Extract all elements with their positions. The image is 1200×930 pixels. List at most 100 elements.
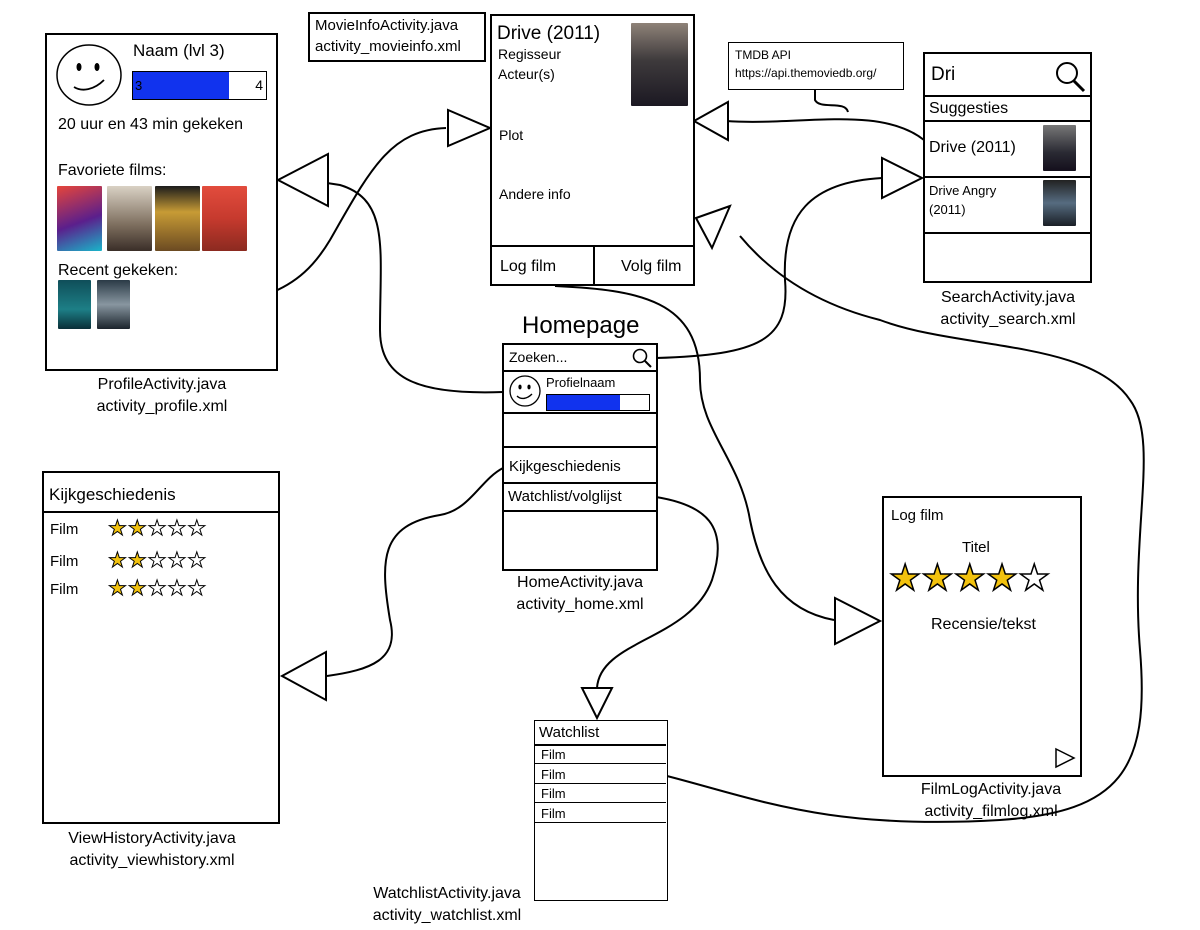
history-screen: Kijkgeschiedenis Film★★★★★Film★★★★★Film★… xyxy=(42,471,280,824)
filmlog-caption-xml: activity_filmlog.xml xyxy=(924,802,1058,820)
play-arrow-icon[interactable] xyxy=(1054,747,1076,769)
star-filled-icon: ★ xyxy=(108,577,128,601)
home-profile-bar xyxy=(546,394,650,411)
filmlog-title: Log film xyxy=(891,507,944,524)
profile-level-fill xyxy=(133,72,229,99)
home-divider xyxy=(504,510,656,512)
connector-movieinfo-to-filmlog xyxy=(554,285,835,621)
movieinfo-caption-xml: activity_movieinfo.xml xyxy=(315,38,461,55)
connector-home-to-history xyxy=(326,467,504,677)
star-empty-icon: ★ xyxy=(187,549,208,573)
movieinfo-caption-java: MovieInfoActivity.java xyxy=(315,17,459,34)
arrowhead-profile xyxy=(275,152,329,208)
star-empty-icon[interactable]: ★ xyxy=(1017,557,1051,598)
movieinfo-caption-box: MovieInfoActivity.java activity_movieinf… xyxy=(308,12,486,62)
home-avatar-icon[interactable] xyxy=(507,374,543,408)
profile-caption-xml: activity_profile.xml xyxy=(96,397,228,415)
star-filled-icon[interactable]: ★ xyxy=(985,557,1019,598)
history-row-rating: ★★★★★ xyxy=(108,516,207,541)
connector-home-to-search xyxy=(655,177,883,359)
arrowhead-search xyxy=(881,156,925,200)
star-empty-icon: ★ xyxy=(147,549,168,573)
search-caption-xml: activity_search.xml xyxy=(940,310,1076,328)
watchlist-divider xyxy=(535,744,666,746)
history-row-label: Film xyxy=(50,521,79,538)
filmlog-field-title[interactable]: Titel xyxy=(962,539,990,556)
arrowhead-movieinfo-left xyxy=(447,108,493,148)
movie-poster xyxy=(631,23,688,106)
history-caption-java: ViewHistoryActivity.java xyxy=(68,830,236,847)
history-row-label: Film xyxy=(50,581,79,598)
movieinfo-button-divider xyxy=(593,245,595,284)
star-filled-icon[interactable]: ★ xyxy=(921,557,955,598)
avatar-smiley-icon xyxy=(56,44,122,106)
star-filled-icon[interactable]: ★ xyxy=(953,557,987,598)
arrowhead-movieinfo-bottom xyxy=(694,204,732,251)
history-row-rating: ★★★★★ xyxy=(108,548,207,573)
filmlog-rating[interactable]: ★★★★★ xyxy=(888,557,1051,598)
search-icon[interactable] xyxy=(1053,60,1089,94)
watchlist-item[interactable]: Film xyxy=(535,745,666,764)
history-title: Kijkgeschiedenis xyxy=(49,485,176,504)
home-profile-name[interactable]: Profielnaam xyxy=(546,375,616,390)
api-note: TMDB API https://api.themoviedb.org/ xyxy=(728,42,904,90)
history-row[interactable]: Film★★★★★ xyxy=(44,577,274,605)
search-caption-java: SearchActivity.java xyxy=(941,289,1075,306)
search-caption: SearchActivity.java activity_search.xml xyxy=(918,287,1098,330)
log-film-button[interactable]: Log film xyxy=(500,258,557,275)
star-filled-icon[interactable]: ★ xyxy=(888,557,922,598)
search-divider xyxy=(925,120,1090,122)
home-screen: Zoeken... Profielnaam Kijkgeschiedenis W… xyxy=(502,343,658,571)
search-result-title[interactable]: Drive Angry (2011) xyxy=(929,183,997,217)
watchlist-item[interactable]: Film xyxy=(535,804,666,824)
level-current: 3 xyxy=(135,78,143,93)
watch-time: 20 uur en 43 min gekeken xyxy=(58,116,244,133)
arrowhead-watchlist xyxy=(580,687,614,721)
watchlist-item-label: Film xyxy=(541,747,566,762)
search-result-title[interactable]: Drive (2011) xyxy=(929,139,1016,156)
follow-film-button[interactable]: Volg film xyxy=(621,258,682,275)
home-caption: HomeActivity.java activity_home.xml xyxy=(490,572,670,615)
filmlog-review[interactable]: Recensie/tekst xyxy=(931,616,1036,633)
home-history-item[interactable]: Kijkgeschiedenis xyxy=(509,458,621,475)
favorites-label: Favoriete films: xyxy=(58,162,167,179)
star-filled-icon: ★ xyxy=(127,549,148,573)
profile-caption: ProfileActivity.java activity_profile.xm… xyxy=(72,374,252,417)
star-empty-icon: ★ xyxy=(147,577,168,601)
star-filled-icon: ★ xyxy=(127,517,148,541)
favorite-poster[interactable] xyxy=(155,186,200,251)
watchlist-item[interactable]: Film xyxy=(535,784,666,804)
arrowhead-movieinfo-right xyxy=(691,100,729,142)
star-empty-icon: ★ xyxy=(167,549,188,573)
search-divider xyxy=(925,176,1090,178)
watchlist-title: Watchlist xyxy=(539,724,600,741)
connector-home-to-watchlist xyxy=(596,496,719,689)
search-result-poster[interactable] xyxy=(1043,180,1076,226)
favorite-poster[interactable] xyxy=(57,186,102,251)
profile-name: Naam (lvl 3) xyxy=(133,41,225,60)
home-divider xyxy=(504,370,656,372)
search-query[interactable]: Dri xyxy=(931,64,956,85)
history-row[interactable]: Film★★★★★ xyxy=(44,548,274,577)
history-caption-xml: activity_viewhistory.xml xyxy=(69,851,235,869)
history-row[interactable]: Film ★★★★★ xyxy=(44,516,274,545)
level-next: 4 xyxy=(255,77,263,93)
watchlist-item-label: Film xyxy=(541,806,566,822)
filmlog-caption: FilmLogActivity.java activity_filmlog.xm… xyxy=(898,779,1084,822)
watchlist-caption-xml: activity_watchlist.xml xyxy=(372,906,522,924)
star-empty-icon: ★ xyxy=(167,577,188,601)
recent-poster[interactable] xyxy=(97,280,130,329)
watchlist-item[interactable]: Film xyxy=(535,765,666,784)
home-search-input[interactable]: Zoeken... xyxy=(509,349,568,365)
home-profile-fill xyxy=(547,395,621,410)
profile-level-bar: 3 4 xyxy=(132,71,267,100)
home-search-icon[interactable] xyxy=(631,347,655,369)
star-empty-icon: ★ xyxy=(147,517,168,541)
home-divider xyxy=(504,446,656,448)
search-result-poster[interactable] xyxy=(1043,125,1076,171)
api-name: TMDB API xyxy=(735,48,792,62)
recent-poster[interactable] xyxy=(58,280,91,329)
home-watchlist-item[interactable]: Watchlist/volglijst xyxy=(508,488,622,505)
favorite-poster[interactable] xyxy=(202,186,247,251)
favorite-poster[interactable] xyxy=(107,186,152,251)
